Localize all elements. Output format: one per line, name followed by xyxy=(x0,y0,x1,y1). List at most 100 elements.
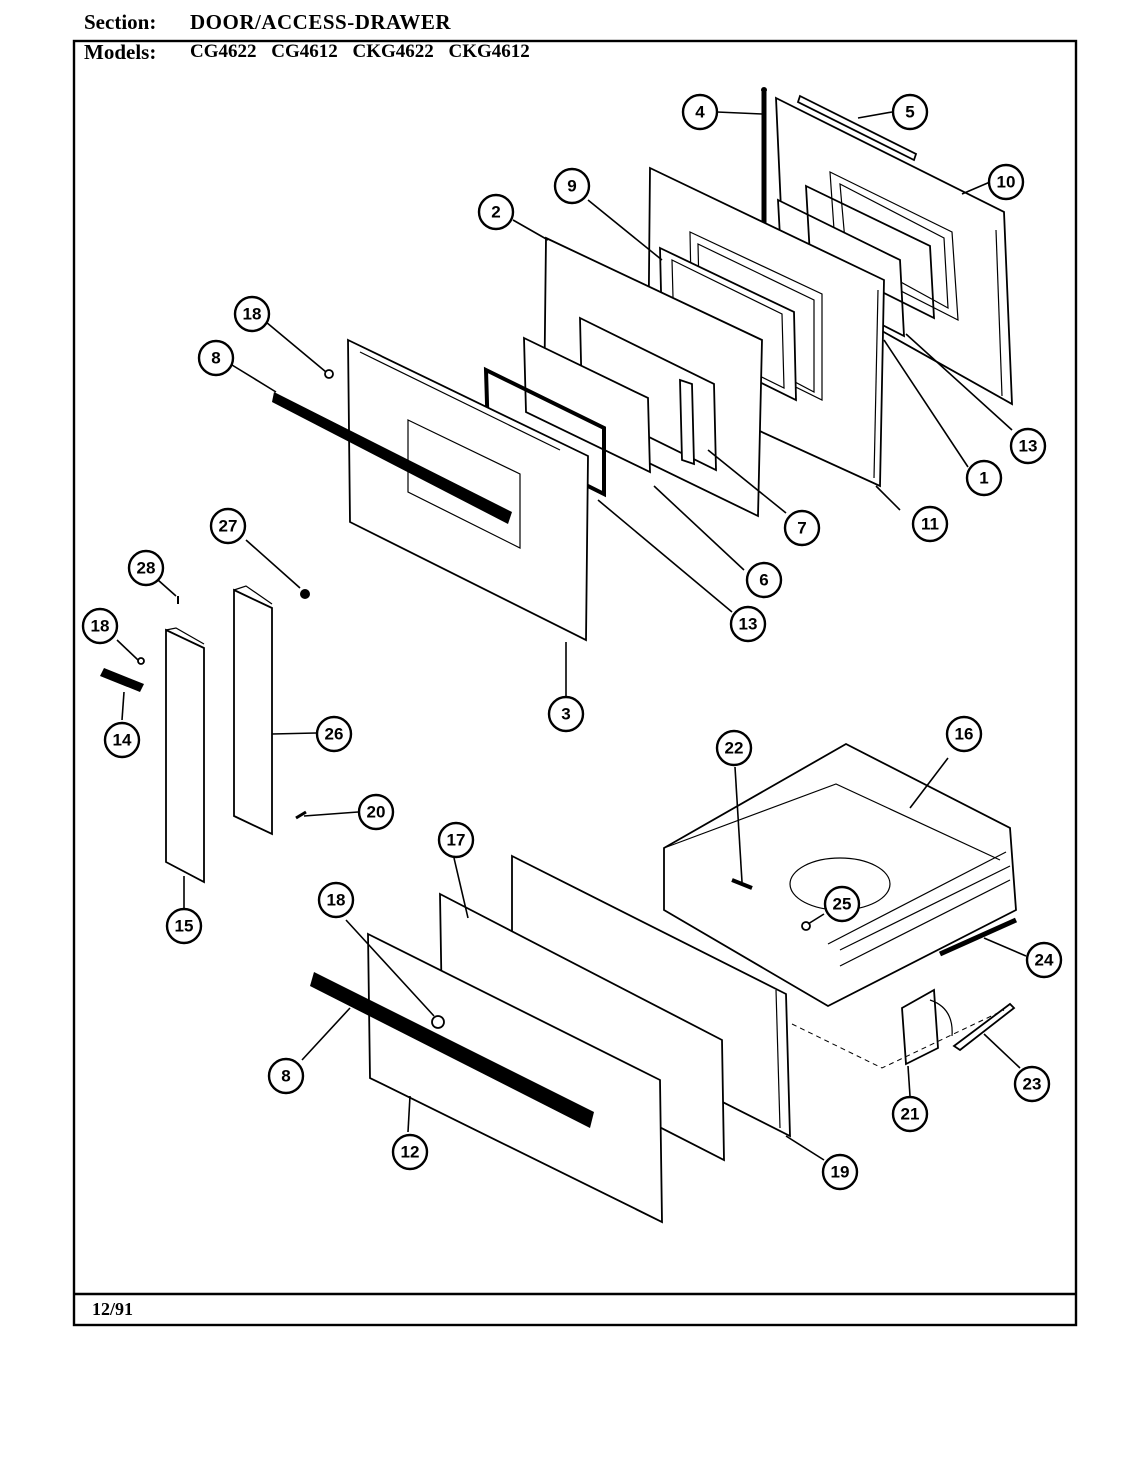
callout-9: 9 xyxy=(553,167,591,205)
callout-24: 24 xyxy=(1025,941,1063,979)
callout-number: 12 xyxy=(401,1143,420,1162)
callout-10: 10 xyxy=(987,163,1025,201)
callout-1: 1 xyxy=(965,459,1003,497)
callout-number: 18 xyxy=(243,305,262,324)
callout-number: 3 xyxy=(561,705,570,724)
diagram-frame xyxy=(72,39,1078,1327)
callout-number: 11 xyxy=(921,515,939,534)
callout-circle xyxy=(783,509,821,547)
callout-circle xyxy=(553,167,591,205)
drawer-handle xyxy=(310,972,594,1128)
callout-18: 18 xyxy=(317,881,355,919)
callout-circle xyxy=(681,93,719,131)
side-trim-right xyxy=(233,585,273,836)
callout-number: 22 xyxy=(725,739,744,758)
callout-circle xyxy=(823,885,861,923)
callout-number: 8 xyxy=(281,1067,290,1086)
callout-circle xyxy=(315,715,353,753)
callout-circle xyxy=(437,821,475,859)
section-title: DOOR/ACCESS-DRAWER xyxy=(190,10,452,34)
callout-number: 6 xyxy=(759,571,768,590)
callout-circle xyxy=(821,1153,859,1191)
callout-circle xyxy=(987,163,1025,201)
callout-circle xyxy=(267,1057,305,1095)
callout-circle xyxy=(127,549,165,587)
callout-5: 5 xyxy=(891,93,929,131)
models-label: Models: xyxy=(84,40,157,64)
models-list: CG4622 CG4612 CKG4622 CKG4612 xyxy=(190,41,530,62)
callout-number: 17 xyxy=(447,831,466,850)
callout-circle xyxy=(745,561,783,599)
callout-22: 22 xyxy=(715,729,753,767)
callout-27: 27 xyxy=(209,507,247,545)
callout-16: 16 xyxy=(945,715,983,753)
callout-17: 17 xyxy=(437,821,475,859)
callout-13: 13 xyxy=(1009,427,1047,465)
callout-23: 23 xyxy=(1013,1065,1051,1103)
guide-line xyxy=(791,1009,1005,1069)
callout-20: 20 xyxy=(357,793,395,831)
callout-circle xyxy=(81,607,119,645)
roller-bracket xyxy=(952,1002,1016,1052)
callout-circle xyxy=(1009,427,1047,465)
callout-circle xyxy=(357,793,395,831)
callout-15: 15 xyxy=(165,907,203,945)
callout-number: 18 xyxy=(327,891,346,910)
callout-circle xyxy=(715,729,753,767)
drawer-clip xyxy=(731,878,753,890)
callout-28: 28 xyxy=(127,549,165,587)
small-handle xyxy=(100,668,144,692)
callout-circle xyxy=(317,881,355,919)
callout-11: 11 xyxy=(911,505,949,543)
callout-number: 15 xyxy=(175,917,194,936)
callout-number: 27 xyxy=(219,517,238,536)
callout-number: 16 xyxy=(955,725,974,744)
callout-circle xyxy=(547,695,585,733)
door-handle xyxy=(272,392,512,524)
callout-21: 21 xyxy=(891,1095,929,1133)
callout-7: 7 xyxy=(783,509,821,547)
callout-number: 26 xyxy=(325,725,344,744)
callout-3: 3 xyxy=(547,695,585,733)
callout-4: 4 xyxy=(681,93,719,131)
callout-number: 23 xyxy=(1023,1075,1042,1094)
callout-circle xyxy=(197,339,235,377)
callout-number: 8 xyxy=(211,349,220,368)
callout-26: 26 xyxy=(315,715,353,753)
callout-circle xyxy=(1025,941,1063,979)
callout-2: 2 xyxy=(477,193,515,231)
callout-number: 10 xyxy=(997,173,1016,192)
clip xyxy=(300,589,310,599)
callout-number: 9 xyxy=(567,177,576,196)
leader-lines xyxy=(116,111,1027,1161)
drawer-body xyxy=(663,742,1017,1008)
callout-circle xyxy=(911,505,949,543)
callout-circle xyxy=(209,507,247,545)
callout-number: 2 xyxy=(491,203,500,222)
callout-25: 25 xyxy=(823,885,861,923)
callout-number: 21 xyxy=(901,1105,920,1124)
callout-number: 18 xyxy=(91,617,110,636)
callout-circle xyxy=(965,459,1003,497)
callout-circle xyxy=(891,1095,929,1133)
door-top-trim xyxy=(796,94,918,162)
drawer-screw xyxy=(431,1015,445,1029)
callout-circle xyxy=(729,605,767,643)
door-screw xyxy=(324,369,334,379)
callout-number: 1 xyxy=(979,469,988,488)
callout-13: 13 xyxy=(729,605,767,643)
callout-19: 19 xyxy=(821,1153,859,1191)
callout-circle xyxy=(1013,1065,1051,1103)
door-rod xyxy=(761,87,767,232)
screw-20 xyxy=(295,810,307,820)
drawer-bracket xyxy=(901,988,953,1066)
callout-number: 4 xyxy=(695,103,705,122)
callout-14: 14 xyxy=(103,721,141,759)
section-label: Section: xyxy=(84,10,157,34)
callout-circle xyxy=(477,193,515,231)
callout-18: 18 xyxy=(81,607,119,645)
callout-number: 24 xyxy=(1035,951,1054,970)
side-trim-left xyxy=(165,627,205,884)
